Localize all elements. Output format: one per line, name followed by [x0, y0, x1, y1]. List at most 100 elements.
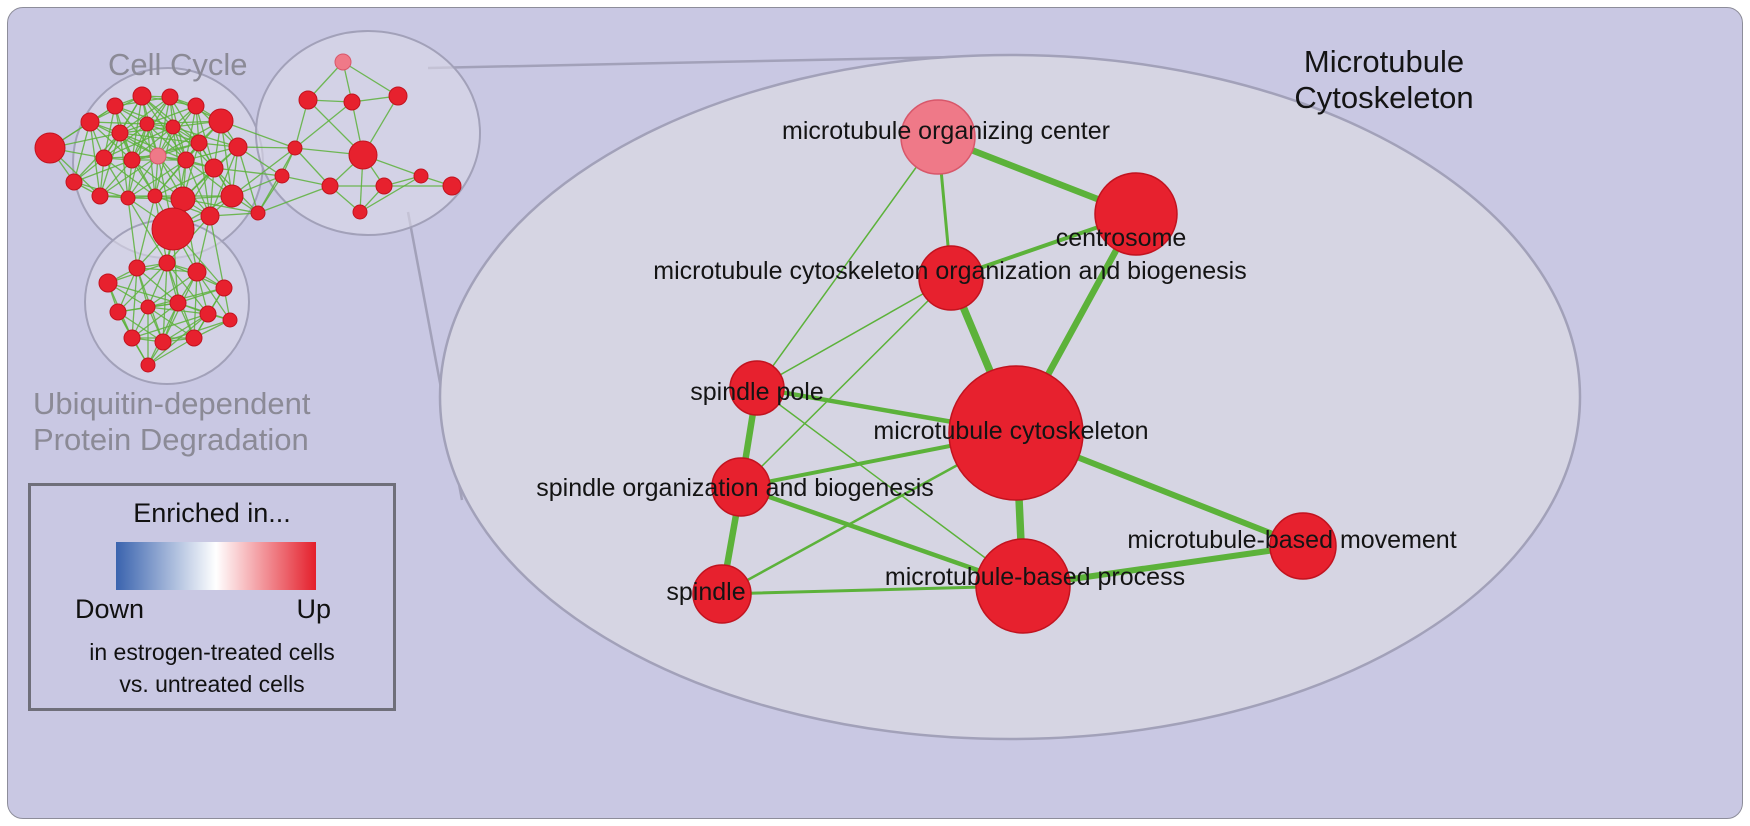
overview-edge [119, 96, 171, 134]
legend-title: Enriched in... [133, 498, 291, 528]
legend-down-label: Down [75, 594, 145, 624]
overview-node [413, 168, 429, 184]
overview-node [352, 204, 368, 220]
cluster-outline-microtubule-cytoskeleton [255, 30, 481, 236]
edge-mcob--spindle_pole [756, 277, 952, 389]
overview-edge [131, 267, 138, 339]
legend-up-label: Up [296, 594, 331, 624]
overview-node [106, 97, 124, 115]
overview-edge [103, 123, 148, 159]
overview-edge [99, 155, 159, 197]
overview-edge [196, 271, 231, 321]
overview-node [298, 90, 318, 110]
overview-node [165, 119, 181, 135]
edge-moc--spindle_pole [756, 136, 939, 389]
overview-edge [154, 167, 215, 197]
node-label-spindle_pole: spindle pole [690, 378, 823, 406]
overview-edge [193, 271, 198, 339]
overview-edge [162, 313, 209, 343]
overview-edge [294, 101, 353, 149]
overview-node [204, 158, 224, 178]
overview-node [140, 357, 156, 373]
overview-edge [127, 197, 168, 264]
edge-mcob--sob [740, 277, 952, 488]
node-spindle_pole [729, 360, 785, 416]
edge-sob--mbp [738, 484, 1026, 589]
cluster-label-microtubule-line2: Cytoskeleton [1294, 80, 1474, 116]
overview-node [334, 53, 352, 71]
cluster-label-cell-cycle: Cell Cycle [108, 47, 248, 82]
legend-gradient-bar [116, 542, 316, 590]
node-centrosome [1094, 172, 1178, 256]
overview-edge [359, 175, 422, 213]
legend-subtitle-line2: vs. untreated cells [119, 671, 305, 697]
overview-node [151, 207, 195, 251]
overview-node [139, 116, 155, 132]
overview-node [177, 151, 195, 169]
overview-node [215, 279, 233, 297]
overview-edge [257, 185, 331, 214]
overview-edge [73, 121, 91, 183]
overview-edge [147, 337, 195, 366]
overview-node [442, 176, 462, 196]
overview-node [250, 205, 266, 221]
overview-node [161, 88, 179, 106]
overview-node [158, 254, 176, 272]
cluster-label-microtubule-line1: Microtubule [1303, 44, 1465, 79]
overview-edge [231, 147, 296, 197]
overview-node [80, 112, 100, 132]
overview-node [34, 132, 66, 164]
overview-node [199, 305, 217, 323]
node-label-spindle: spindle [666, 578, 745, 606]
node-label-moc: microtubule organizing center [782, 117, 1110, 145]
overview-edge [237, 146, 296, 149]
overview-edge [127, 197, 138, 269]
overview-node [348, 140, 378, 170]
overview-edge [117, 262, 168, 313]
overview-node [109, 303, 127, 321]
node-mcob [918, 245, 984, 311]
overview-node [187, 262, 207, 282]
overview-node [222, 312, 238, 328]
overview-edge [196, 215, 211, 273]
magnifier-line-1 [427, 54, 1003, 70]
overview-edge [141, 95, 200, 144]
overview-edge [117, 311, 164, 343]
overview-node [388, 86, 408, 106]
node-mbm [1269, 512, 1337, 580]
legend-subtitle-line1: in estrogen-treated cells [89, 639, 335, 665]
node-label-sob: spindle organization and biogenesis [536, 474, 934, 502]
overview-node [154, 333, 172, 351]
overview-edge [107, 282, 179, 304]
overview-node [95, 149, 113, 167]
overview-node [321, 177, 339, 195]
node-mc [948, 365, 1084, 501]
overview-node [169, 294, 187, 312]
overview-node [220, 184, 244, 208]
overview-edge [147, 271, 198, 308]
overview-edge [136, 195, 156, 269]
overview-edge [237, 146, 259, 214]
overview-node [147, 188, 163, 204]
node-label-mc: microtubule cytoskeleton [873, 417, 1148, 445]
overview-node [123, 329, 141, 347]
cluster-label-microtubule-cytoskeleton: Microtubule Cytoskeleton [1234, 44, 1534, 117]
overview-edge [185, 159, 211, 217]
overview-edge [131, 302, 179, 339]
overview-node [343, 93, 361, 111]
overview-node [375, 177, 393, 195]
overview-edge [127, 159, 187, 199]
overview-edge [147, 287, 225, 308]
overview-edge [294, 147, 331, 187]
overview-edge [127, 155, 159, 199]
overview-edge [342, 61, 399, 97]
node-spindle [692, 564, 752, 624]
overview-edge [103, 126, 174, 159]
overview-edge [131, 126, 174, 161]
overview-edge [99, 132, 121, 197]
node-label-mbp: microtubule-based process [885, 563, 1185, 591]
overview-edge [209, 215, 225, 289]
overview-edge [172, 126, 239, 148]
overview-edge [73, 159, 133, 183]
